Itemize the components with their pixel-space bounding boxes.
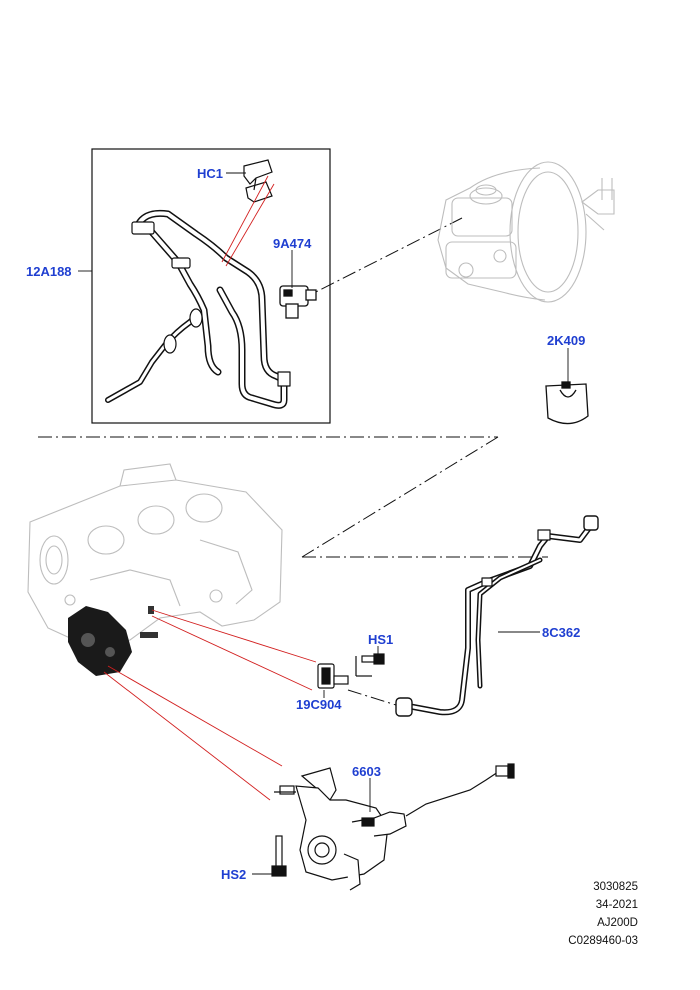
- footer-line-3: AJ200D: [597, 917, 638, 929]
- callout-6603: 6603: [352, 764, 381, 779]
- callout-19c904: 19C904: [296, 697, 342, 712]
- callout-8c362: 8C362: [542, 625, 581, 640]
- pipe-8c362: [395, 515, 599, 717]
- engine-block-ghost: [27, 463, 283, 649]
- callout-2k409: 2K409: [547, 333, 586, 348]
- red-leaders: [103, 175, 317, 801]
- footer-reference: 3030825 34-2021 AJ200D C0289460-03: [568, 878, 638, 950]
- front-cover-dark: [68, 606, 158, 676]
- hc1-clip: [243, 159, 273, 203]
- callout-hs1: HS1: [368, 632, 394, 647]
- clip-2k409: [545, 381, 589, 425]
- footer-line-1: 3030825: [593, 881, 638, 893]
- footer-line-4: C0289460-03: [568, 935, 638, 947]
- callout-9a474: 9A474: [273, 236, 312, 251]
- callout-hs2: HS2: [221, 867, 247, 882]
- bolt-hs2: [271, 835, 287, 877]
- bolt-hs1: [355, 653, 385, 677]
- oil-pump-6603: [274, 763, 515, 891]
- callout-leaders: [78, 172, 569, 875]
- detail-frame: [91, 148, 331, 424]
- link-lines: [38, 217, 548, 706]
- footer-line-2: 34-2021: [595, 899, 638, 911]
- sensor-19c904: [317, 663, 349, 689]
- brake-booster-ghost: [437, 161, 615, 303]
- callout-12a188: 12A188: [26, 264, 72, 279]
- callout-hc1: HC1: [197, 166, 224, 181]
- check-valve-9a474: [279, 285, 317, 319]
- vacuum-hose-assembly: [105, 209, 291, 409]
